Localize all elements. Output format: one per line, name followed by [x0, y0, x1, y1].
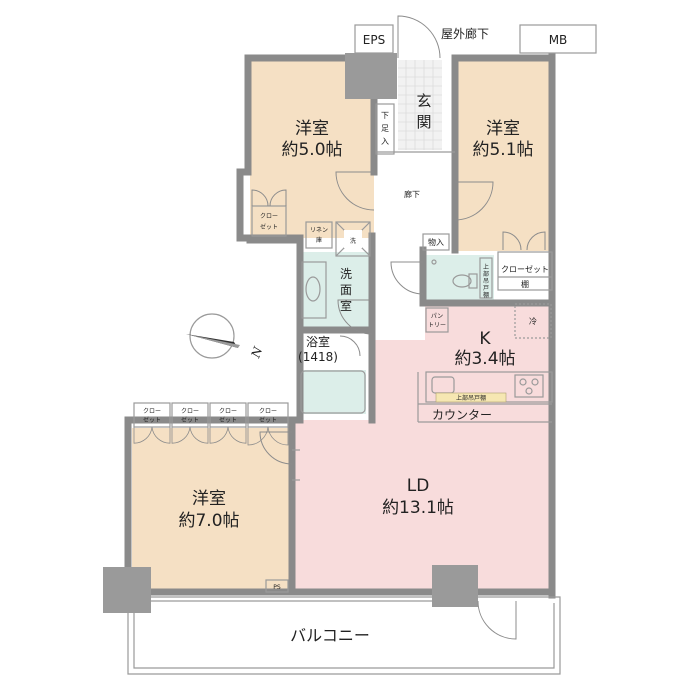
- bedroom-west: クロー ゼット クロー ゼット クロー ゼット クロー ゼット 洋室 約7.0帖…: [133, 402, 293, 593]
- shoe-closet-label: 入: [381, 137, 389, 146]
- living-dining: LD 約13.1帖: [292, 449, 454, 518]
- toilet-cabinet-label: 上: [483, 263, 489, 271]
- closet-north-label: クロー: [260, 213, 278, 220]
- washroom-label: 面: [340, 283, 352, 297]
- ld-fill: [292, 305, 552, 590]
- balcony: バルコニー: [127, 596, 561, 675]
- west-closets: クロー ゼット クロー ゼット クロー ゼット クロー ゼット: [133, 402, 289, 428]
- mb-label: MB: [549, 33, 568, 47]
- entrance-label: 関: [416, 113, 431, 131]
- balcony-label: バルコニー: [290, 626, 370, 645]
- closet-east-label: クローゼット: [501, 264, 549, 274]
- bedroom-north-size: 約5.0帖: [281, 140, 342, 160]
- closet-east: クローゼット 棚: [497, 251, 553, 291]
- west-closet-label: ゼット: [143, 416, 161, 424]
- linen-label: 庫: [316, 236, 322, 244]
- toilet: 上 部 吊 戸 棚: [390, 257, 493, 299]
- bedroom-north-name: 洋室: [295, 119, 329, 139]
- toilet-cabinet-label: 吊: [483, 278, 489, 285]
- bedroom-north: 洋室 約5.0帖 クロー ゼット: [251, 119, 375, 237]
- west-closet-label: クロー: [259, 408, 277, 415]
- closet-door-swing: [267, 426, 289, 446]
- washroom: リネン 庫 洗 洗 面 室: [301, 221, 373, 335]
- closet-door-swing: [209, 426, 229, 444]
- pillars: [103, 53, 478, 613]
- ld-name: LD: [407, 476, 430, 496]
- closet-door-swing: [189, 426, 209, 444]
- west-closet-label: ゼット: [219, 416, 237, 424]
- washer-label: 洗: [350, 237, 356, 245]
- west-closet-label: ゼット: [181, 416, 199, 424]
- bedroom-east: 洋室 約5.1帖: [454, 119, 546, 251]
- pillar: [103, 567, 151, 613]
- closet-door-swing: [171, 426, 191, 444]
- storage-label: 物入: [428, 237, 444, 247]
- exterior-corridor-label: 屋外廊下: [441, 26, 489, 41]
- outer-walls: [124, 52, 556, 599]
- entrance-tile-grid: [398, 60, 442, 150]
- toilet-cabinet-label: 戸: [483, 285, 489, 292]
- linen-label: リネン: [310, 227, 328, 234]
- ps-label: PS: [273, 584, 281, 591]
- west-closet-doors: [133, 426, 289, 446]
- closet-door-swing: [151, 426, 171, 444]
- kitchen: パン トリー 冷 K 約3.4帖 上部吊戸棚 カウンター: [417, 303, 553, 423]
- eps-label: EPS: [363, 33, 385, 47]
- shelf-label: 棚: [521, 279, 529, 289]
- kitchen-cabinet-label: 上部吊戸棚: [456, 394, 486, 402]
- toilet-fill: [423, 255, 494, 301]
- room-fills: [132, 60, 552, 591]
- washroom-label: 室: [340, 298, 352, 313]
- bathroom-name: 浴室: [306, 334, 330, 349]
- bedroom-east-name: 洋室: [486, 119, 520, 139]
- kitchen-name: K: [479, 329, 491, 349]
- closet-door-swing: [133, 426, 153, 444]
- bedroom-west-fill: [132, 428, 290, 591]
- bedroom-east-size: 約5.1帖: [472, 140, 533, 160]
- washroom-fill: [300, 252, 370, 328]
- corridor-label: 廊下: [404, 189, 420, 199]
- toilet-cabinet-label: 棚: [483, 291, 489, 299]
- pillar: [345, 53, 397, 99]
- bathroom: 浴室 (1418): [298, 334, 366, 414]
- pantry-label: トリー: [428, 322, 446, 329]
- corridor-items: EPS 屋外廊下 MB: [354, 15, 597, 59]
- closet-door-swing: [227, 426, 247, 444]
- ld-size: 約13.1帖: [382, 498, 454, 518]
- west-closet-label: クロー: [143, 408, 161, 415]
- toilet-cabinet-label: 部: [483, 270, 489, 278]
- closet-door-swing: [247, 426, 269, 446]
- fridge-label: 冷: [529, 316, 537, 326]
- entrance-area: 玄 関 下 足 入 廊下 物入: [375, 60, 455, 251]
- west-closet-label: クロー: [181, 408, 199, 415]
- north-arrow: N: [186, 313, 265, 361]
- west-closet-label: クロー: [219, 408, 237, 415]
- bedroom-west-name: 洋室: [192, 489, 226, 509]
- closet-north-label: ゼット: [260, 223, 278, 231]
- entrance-label: 玄: [416, 92, 431, 110]
- bathroom-size: (1418): [298, 350, 338, 364]
- west-closet-label: ゼット: [259, 416, 277, 424]
- pillar: [432, 565, 478, 607]
- entrance-tile: [398, 60, 442, 150]
- shoe-closet-label: 下: [381, 111, 389, 120]
- shoe-closet-label: 足: [381, 124, 389, 133]
- counter-label: カウンター: [432, 408, 492, 422]
- bath-tub-fill: [300, 370, 366, 414]
- north-label: N: [248, 345, 265, 361]
- kitchen-size: 約3.4帖: [454, 349, 515, 369]
- washroom-label: 洗: [340, 267, 352, 281]
- bedroom-east-fill: [457, 60, 552, 251]
- pantry-label: パン: [431, 313, 443, 320]
- bedroom-west-size: 約7.0帖: [178, 511, 239, 531]
